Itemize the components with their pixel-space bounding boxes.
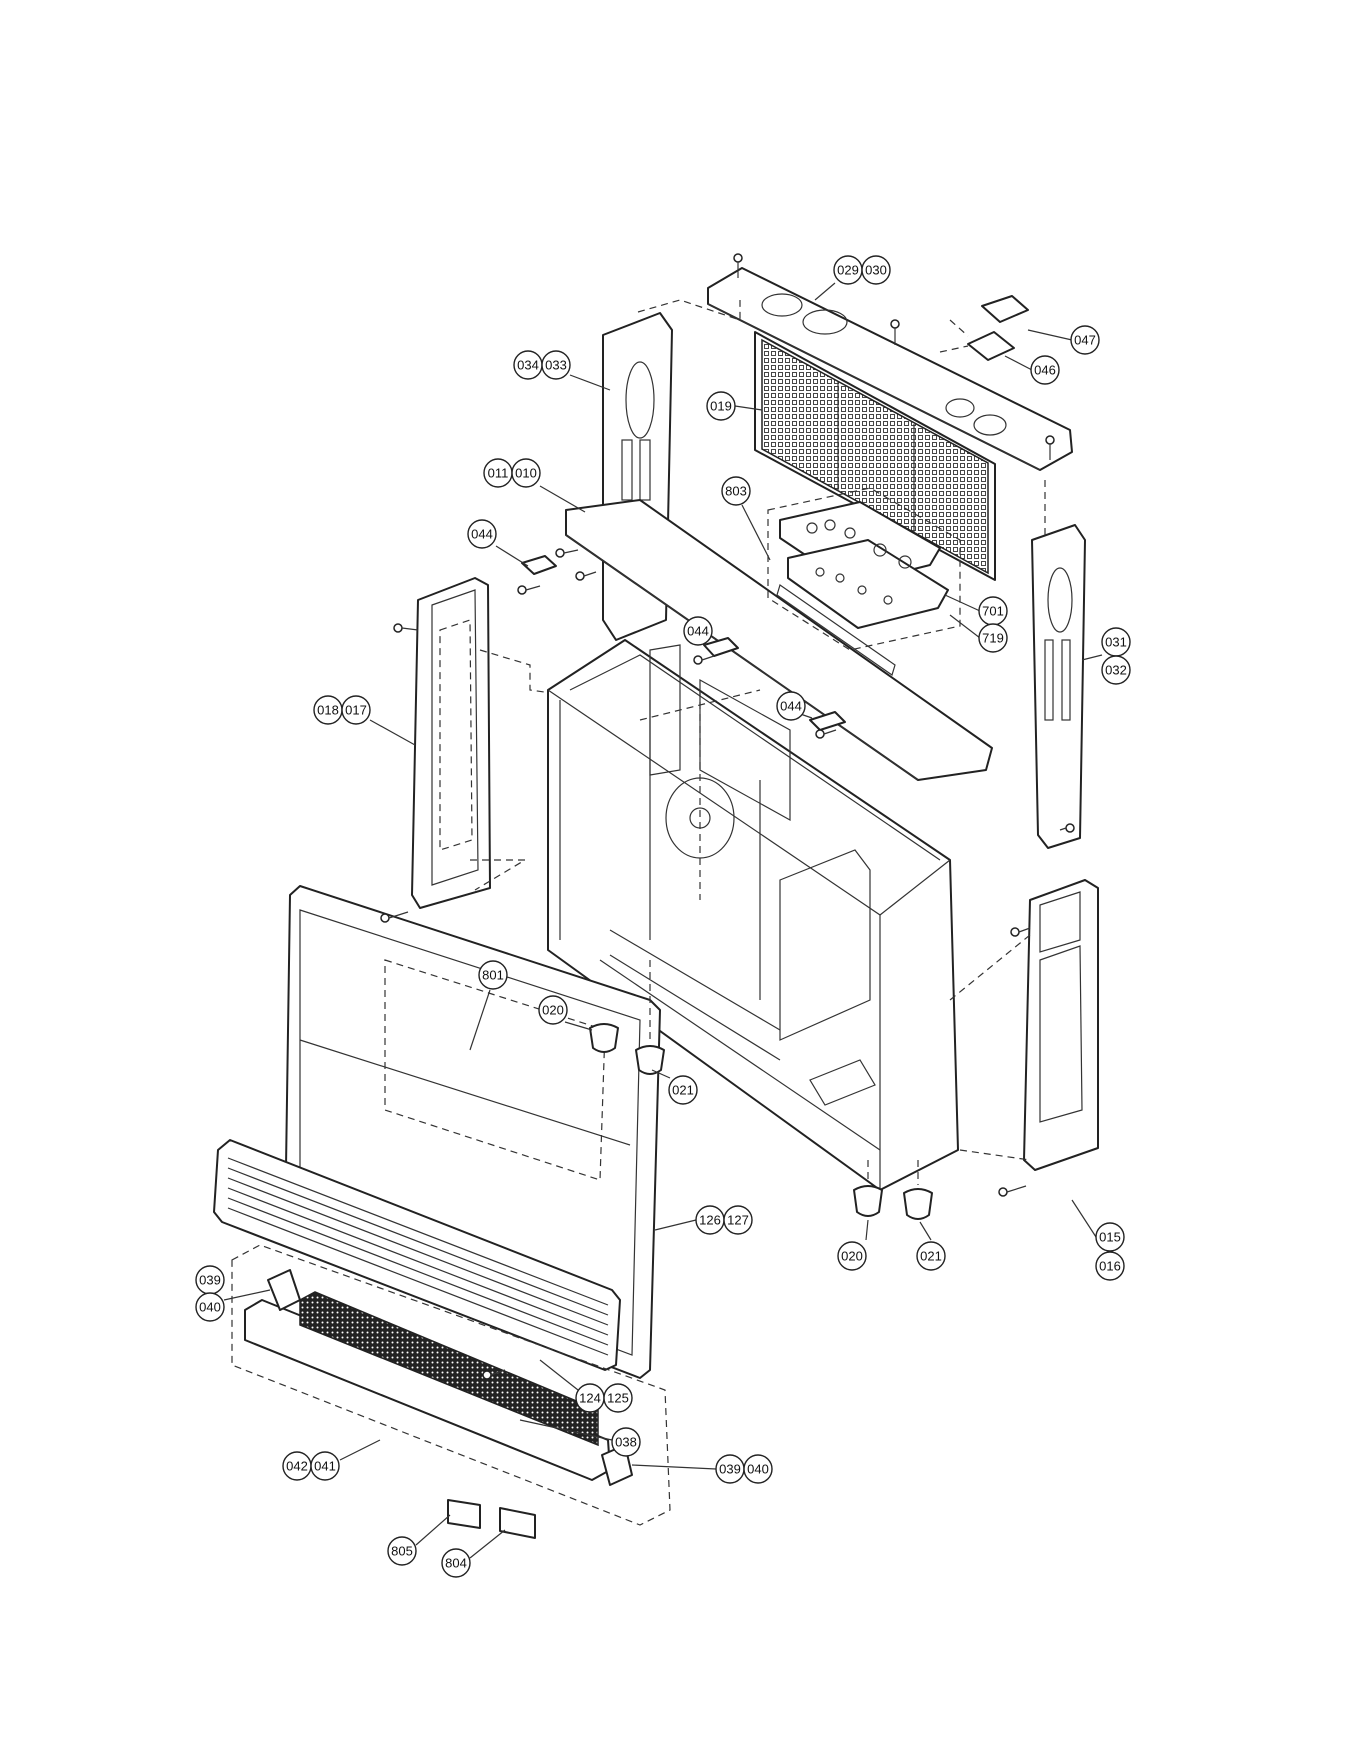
callout-label: 021: [920, 1249, 942, 1264]
callout-label: 041: [314, 1459, 336, 1474]
callout-c040b: 040: [744, 1455, 772, 1483]
callout-label: 010: [515, 466, 537, 481]
callout-label: 805: [391, 1544, 413, 1559]
callout-c040a: 040: [196, 1293, 224, 1321]
callout-label: 803: [725, 484, 747, 499]
callout-label: 040: [199, 1300, 221, 1315]
callout-label: 015: [1099, 1230, 1121, 1245]
callout-label: 033: [545, 358, 567, 373]
callout-c029: 029: [834, 256, 862, 284]
callout-c016: 016: [1096, 1252, 1124, 1280]
side-strip-031-032: [1032, 480, 1085, 848]
callout-c804: 804: [442, 1549, 470, 1577]
callout-label: 127: [727, 1213, 749, 1228]
callout-label: 019: [710, 399, 732, 414]
callout-label: 125: [607, 1391, 629, 1406]
callout-c042: 042: [283, 1452, 311, 1480]
callout-c044b: 044: [684, 617, 712, 645]
label-804-805: [448, 1500, 535, 1538]
callout-c127: 127: [724, 1206, 752, 1234]
callout-label: 020: [542, 1003, 564, 1018]
callout-c046: 046: [1031, 356, 1059, 384]
callout-c041: 041: [311, 1452, 339, 1480]
callout-label: 042: [286, 1459, 308, 1474]
callout-label: 126: [699, 1213, 721, 1228]
callout-c032: 032: [1102, 656, 1130, 684]
callout-label: 719: [982, 631, 1004, 646]
callout-c015: 015: [1096, 1223, 1124, 1251]
callout-label: 032: [1105, 663, 1127, 678]
callout-c124: 124: [576, 1384, 604, 1412]
callout-label: 018: [317, 703, 339, 718]
callout-label: 040: [747, 1462, 769, 1477]
callout-label: 046: [1034, 363, 1056, 378]
callout-label: 017: [345, 703, 367, 718]
callout-c044a: 044: [468, 520, 496, 548]
callout-c039b: 039: [716, 1455, 744, 1483]
callout-label: 804: [445, 1556, 467, 1571]
callout-label: 044: [780, 699, 802, 714]
callout-c034: 034: [514, 351, 542, 379]
callout-label: 016: [1099, 1259, 1121, 1274]
callout-label: 034: [517, 358, 539, 373]
callout-c017: 017: [342, 696, 370, 724]
callout-c047: 047: [1071, 326, 1099, 354]
bracket-046-047: [940, 296, 1028, 360]
callout-label: 031: [1105, 635, 1127, 650]
callout-label: 801: [482, 968, 504, 983]
callout-c010: 010: [512, 459, 540, 487]
callout-c701: 701: [979, 597, 1007, 625]
callout-c011: 011: [484, 459, 512, 487]
callout-label: 039: [719, 1462, 741, 1477]
callout-c018: 018: [314, 696, 342, 724]
side-panel-015-016: [950, 880, 1098, 1170]
callout-label: 701: [982, 604, 1004, 619]
callout-c033: 033: [542, 351, 570, 379]
callout-label: 038: [615, 1435, 637, 1450]
callout-c719: 719: [979, 624, 1007, 652]
callout-c038: 038: [612, 1428, 640, 1456]
callout-c021b: 021: [917, 1242, 945, 1270]
callout-label: 047: [1074, 333, 1096, 348]
callout-label: 029: [837, 263, 859, 278]
callout-label: 020: [841, 1249, 863, 1264]
callout-c019: 019: [707, 392, 735, 420]
callout-c020b: 020: [838, 1242, 866, 1270]
callout-c031: 031: [1102, 628, 1130, 656]
callout-label: 044: [687, 624, 709, 639]
callout-label: 021: [672, 1083, 694, 1098]
callout-c021a: 021: [669, 1076, 697, 1104]
callout-label: 124: [579, 1391, 601, 1406]
callout-c020a: 020: [539, 996, 567, 1024]
callout-c805: 805: [388, 1537, 416, 1565]
callout-c803: 803: [722, 477, 750, 505]
callout-label: 011: [488, 466, 509, 481]
callout-c125: 125: [604, 1384, 632, 1412]
callout-label: 044: [471, 527, 493, 542]
callout-c126: 126: [696, 1206, 724, 1234]
callout-c044c: 044: [777, 692, 805, 720]
callout-c030: 030: [862, 256, 890, 284]
callout-label: 030: [865, 263, 887, 278]
callout-c801: 801: [479, 961, 507, 989]
callout-label: 039: [199, 1273, 221, 1288]
callout-c039a: 039: [196, 1266, 224, 1294]
